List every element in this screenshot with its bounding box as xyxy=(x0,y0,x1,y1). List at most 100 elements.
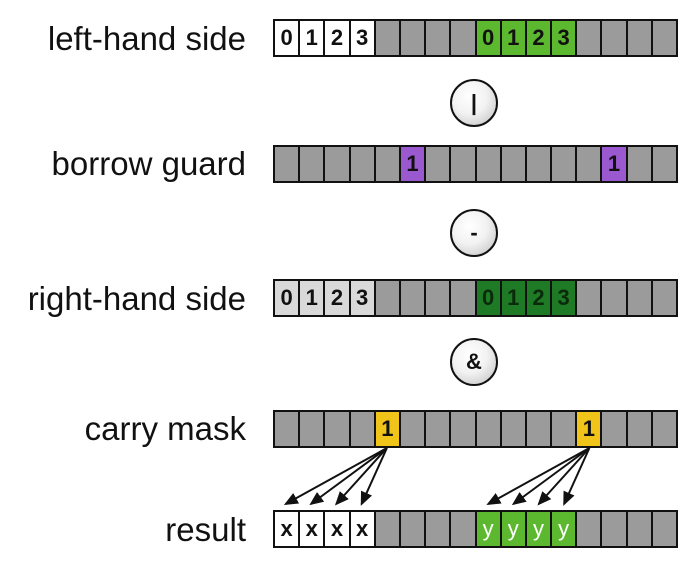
bit-cell-rhs-1: 1 xyxy=(300,281,326,315)
carry-arrow xyxy=(537,447,591,506)
bit-cell-carry-9 xyxy=(501,412,527,446)
bit-cell-borrow-10 xyxy=(526,147,553,181)
bit-cell-borrow-6 xyxy=(426,147,452,181)
bit-cell-lhs-2: 2 xyxy=(325,21,351,55)
carry-arrow xyxy=(360,447,388,506)
carry-arrow xyxy=(563,447,591,506)
bit-cell-borrow-5: 1 xyxy=(400,147,427,181)
row-label-lhs: left-hand side xyxy=(47,20,246,57)
bit-cell-carry-0 xyxy=(275,412,301,446)
bit-cell-lhs-8: 0 xyxy=(476,21,502,55)
bit-cell-lhs-14 xyxy=(627,21,653,55)
bit-cell-lhs-5 xyxy=(400,21,427,55)
bit-cell-rhs-11: 3 xyxy=(552,281,578,315)
bit-cell-result-7 xyxy=(451,512,477,546)
bit-cell-borrow-3 xyxy=(350,147,376,181)
bit-cell-result-0: x xyxy=(275,512,301,546)
carry-arrow xyxy=(309,447,388,506)
bit-cell-result-11: y xyxy=(552,512,578,546)
bit-cell-result-13 xyxy=(602,512,628,546)
bit-cell-lhs-3: 3 xyxy=(350,21,376,55)
bit-cell-result-2: x xyxy=(325,512,351,546)
bit-cell-rhs-0: 0 xyxy=(275,281,301,315)
bit-cell-borrow-14 xyxy=(627,147,653,181)
bit-cell-result-15 xyxy=(652,512,676,546)
carry-arrow xyxy=(511,447,590,506)
bit-cell-rhs-15 xyxy=(652,281,676,315)
bit-cell-rhs-4 xyxy=(375,281,401,315)
bit-cell-lhs-13 xyxy=(602,21,628,55)
bit-cell-borrow-12 xyxy=(577,147,603,181)
bit-cell-rhs-12 xyxy=(577,281,603,315)
bit-cell-carry-6 xyxy=(426,412,452,446)
bit-cell-lhs-4 xyxy=(375,21,401,55)
bit-cell-result-10: y xyxy=(526,512,553,546)
bit-cell-rhs-5 xyxy=(400,281,427,315)
bit-cell-borrow-4 xyxy=(375,147,401,181)
bit-cell-carry-3 xyxy=(350,412,376,446)
carry-arrow xyxy=(334,447,388,506)
bit-cell-carry-15 xyxy=(652,412,676,446)
bit-cell-lhs-0: 0 xyxy=(275,21,301,55)
bit-cell-carry-10 xyxy=(526,412,553,446)
carry-arrow xyxy=(486,447,590,505)
bit-cell-borrow-1 xyxy=(300,147,326,181)
bit-cell-rhs-8: 0 xyxy=(476,281,502,315)
bit-cell-rhs-10: 2 xyxy=(526,281,553,315)
bit-cell-borrow-15 xyxy=(652,147,676,181)
bit-cell-carry-12: 1 xyxy=(577,412,603,446)
bit-cell-result-4 xyxy=(375,512,401,546)
bit-cell-carry-8 xyxy=(476,412,502,446)
bit-cell-rhs-7 xyxy=(451,281,477,315)
bit-cell-carry-7 xyxy=(451,412,477,446)
bit-cell-result-12 xyxy=(577,512,603,546)
row-label-rhs: right-hand side xyxy=(27,280,246,317)
bit-cell-result-8: y xyxy=(476,512,502,546)
bit-cell-result-14 xyxy=(627,512,653,546)
bit-cell-borrow-7 xyxy=(451,147,477,181)
bit-cell-result-5 xyxy=(400,512,427,546)
bit-cell-borrow-2 xyxy=(325,147,351,181)
bit-cell-carry-13 xyxy=(602,412,628,446)
bit-cell-lhs-9: 1 xyxy=(501,21,527,55)
bit-cell-borrow-13: 1 xyxy=(602,147,628,181)
bit-cell-result-1: x xyxy=(300,512,326,546)
bit-cell-result-9: y xyxy=(501,512,527,546)
bit-cell-result-3: x xyxy=(350,512,376,546)
bit-cell-rhs-13 xyxy=(602,281,628,315)
carry-arrow xyxy=(283,447,388,505)
bit-cell-lhs-10: 2 xyxy=(526,21,553,55)
bit-cell-carry-2 xyxy=(325,412,351,446)
bit-cell-rhs-6 xyxy=(426,281,452,315)
bit-cell-carry-11 xyxy=(552,412,578,446)
bit-cell-carry-1 xyxy=(300,412,326,446)
row-label-carry: carry mask xyxy=(84,410,246,447)
row-label-borrow: borrow guard xyxy=(51,145,246,182)
bit-cell-rhs-2: 2 xyxy=(325,281,351,315)
bit-cell-carry-4: 1 xyxy=(375,412,401,446)
bit-cell-lhs-7 xyxy=(451,21,477,55)
bit-cell-carry-14 xyxy=(627,412,653,446)
bit-cell-lhs-1: 1 xyxy=(300,21,326,55)
bit-cell-lhs-6 xyxy=(426,21,452,55)
bit-cell-lhs-15 xyxy=(652,21,676,55)
bit-cell-lhs-11: 3 xyxy=(552,21,578,55)
operator-and: & xyxy=(450,338,498,386)
bit-cell-rhs-9: 1 xyxy=(501,281,527,315)
operator-minus: - xyxy=(450,209,498,257)
bit-cell-borrow-8 xyxy=(476,147,502,181)
bit-cell-rhs-3: 3 xyxy=(350,281,376,315)
bit-cell-result-6 xyxy=(426,512,452,546)
bit-cell-carry-5 xyxy=(400,412,427,446)
operator-or: | xyxy=(450,79,498,127)
bit-cell-borrow-9 xyxy=(501,147,527,181)
bit-cell-borrow-0 xyxy=(275,147,301,181)
bit-cell-lhs-12 xyxy=(577,21,603,55)
row-label-result: result xyxy=(165,511,246,548)
